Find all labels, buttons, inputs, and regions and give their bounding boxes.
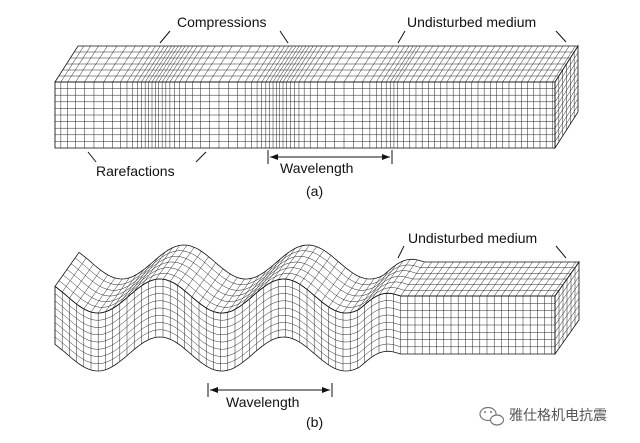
undisturbed-label-a: Undisturbed medium — [407, 14, 536, 30]
s-wave-block — [54, 244, 580, 372]
compressions-label: Compressions — [177, 14, 266, 30]
rarefactions-leader-left — [87, 151, 97, 163]
undisturbed-leader-a-right — [555, 30, 567, 43]
undisturbed-leader-b-right — [555, 245, 567, 259]
rarefactions-label: Rarefactions — [96, 163, 175, 179]
compressions-leader-left — [159, 30, 171, 44]
undisturbed-leader-b-left — [397, 245, 405, 259]
wavelength-bracket-b — [207, 383, 333, 397]
wavelength-bracket-a — [267, 150, 393, 164]
rarefactions-leader-right — [195, 151, 207, 163]
caption-a: (a) — [306, 183, 323, 199]
wechat-icon — [479, 406, 505, 426]
compressions-leader-right — [279, 30, 289, 44]
undisturbed-label-b: Undisturbed medium — [408, 230, 537, 246]
wavelength-label-a: Wavelength — [280, 160, 353, 176]
p-wave-block — [54, 44, 579, 150]
watermark-text: 雅仕格机电抗震 — [509, 408, 607, 424]
undisturbed-leader-a-left — [397, 30, 406, 44]
wavelength-label-b: Wavelength — [226, 394, 299, 410]
caption-b: (b) — [306, 414, 323, 430]
